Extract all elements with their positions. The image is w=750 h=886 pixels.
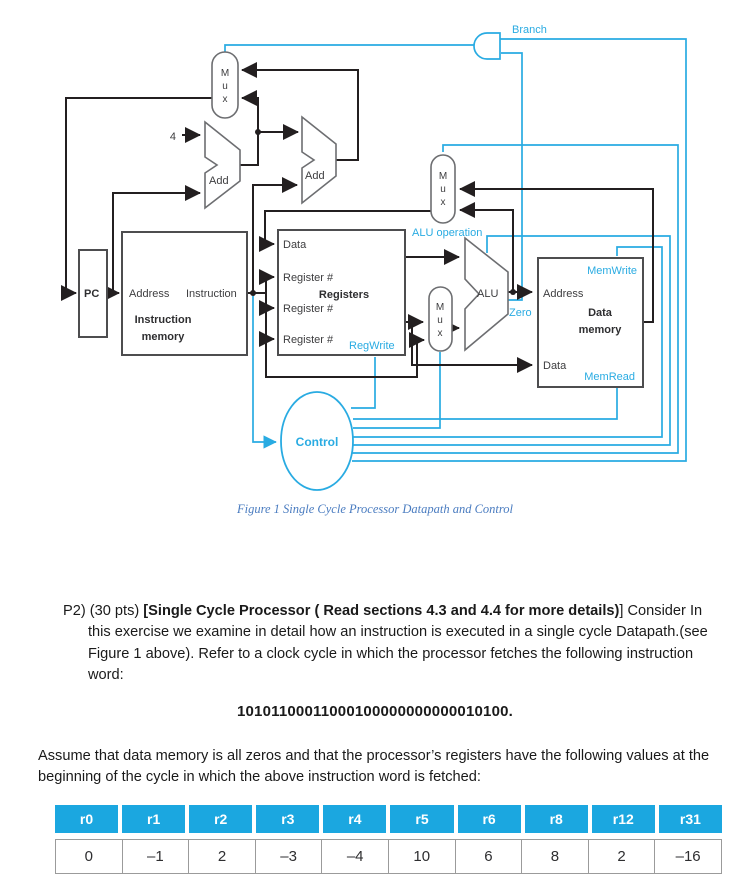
dmem-title-1: Data bbox=[588, 307, 613, 319]
figure-caption: Figure 1 Single Cycle Processor Datapath… bbox=[236, 502, 514, 516]
register-value: 10 bbox=[387, 840, 455, 873]
alu: ALU bbox=[464, 236, 509, 352]
memwrite-wire bbox=[352, 246, 663, 438]
register-header: r2 bbox=[189, 805, 253, 833]
imem-title-1: Instruction bbox=[135, 314, 192, 326]
register-header: r0 bbox=[55, 805, 119, 833]
control-wires bbox=[224, 38, 687, 462]
regs-regnum3-label: Register # bbox=[283, 334, 334, 346]
problem-number: P2) (30 pts) bbox=[63, 603, 144, 619]
mux-letter: M bbox=[439, 171, 447, 182]
datapath-diagram: PC Address Instruction Instruction memor… bbox=[61, 24, 687, 516]
register-value: 6 bbox=[454, 840, 522, 873]
const4-label: 4 bbox=[170, 131, 176, 143]
aluop-wire bbox=[351, 235, 671, 446]
register-value: –1 bbox=[121, 840, 189, 873]
storedata-wire bbox=[411, 322, 533, 373]
register-header: r12 bbox=[591, 805, 655, 833]
branch-label: Branch bbox=[512, 24, 547, 36]
pc-to-add1-wire bbox=[112, 185, 201, 293]
pc-label: PC bbox=[84, 288, 99, 300]
register-value: 2 bbox=[587, 840, 655, 873]
mux2-to-regs-wire bbox=[259, 210, 431, 252]
mux-letter: M bbox=[221, 68, 229, 79]
instruction-word: 10101100011000100000000000010100. bbox=[236, 703, 514, 720]
alusrc-mux: M u x bbox=[428, 286, 453, 352]
control-input-wire bbox=[252, 296, 277, 449]
problem-paragraph: P2) (30 pts) [Single Cycle Processor ( R… bbox=[63, 601, 715, 686]
assumption-paragraph: Assume that data memory is all zeros and… bbox=[38, 748, 710, 786]
register-table-value-row: 0 –1 2 –3 –4 10 6 8 2 –16 bbox=[55, 839, 722, 874]
regwrite-wire bbox=[351, 357, 376, 409]
instr-to-add2-wire bbox=[252, 177, 298, 293]
aluresult-to-mux2-wire bbox=[459, 202, 514, 292]
memtoreg-mux: M u x bbox=[430, 154, 456, 224]
add2-to-mux1-wire bbox=[241, 62, 359, 161]
memread-label: MemRead bbox=[584, 371, 635, 383]
regs-data-label: Data bbox=[283, 239, 307, 251]
register-header: r6 bbox=[457, 805, 521, 833]
register-value: –16 bbox=[654, 840, 721, 873]
datapath-wires bbox=[61, 62, 654, 378]
zero-label: Zero bbox=[509, 307, 532, 319]
register-header: r4 bbox=[323, 805, 387, 833]
registers-box bbox=[277, 229, 406, 356]
problem-title-bold: [Single Cycle Processor ( Read sections … bbox=[143, 603, 620, 619]
memtoreg-wire bbox=[350, 144, 679, 454]
wire-junctions bbox=[110, 129, 516, 342]
mux-letter: x bbox=[441, 197, 446, 208]
dmem-to-mux2-wire bbox=[459, 181, 654, 323]
register-header: r3 bbox=[256, 805, 320, 833]
regs-regnum2-label: Register # bbox=[283, 303, 334, 315]
registers-title: Registers bbox=[319, 289, 369, 301]
register-value: 0 bbox=[84, 848, 93, 865]
pc-plus4-adder: Add bbox=[204, 120, 241, 210]
regwrite-label: RegWrite bbox=[349, 340, 395, 352]
branch-wire bbox=[352, 38, 687, 462]
instruction-memory-box bbox=[121, 231, 248, 356]
mux-letter: x bbox=[438, 328, 443, 339]
dmem-data-label: Data bbox=[543, 360, 567, 372]
control-unit bbox=[280, 391, 354, 491]
mux-letter: M bbox=[436, 302, 444, 313]
add-label: Add bbox=[209, 175, 229, 187]
regs-regnum1-label: Register # bbox=[283, 272, 334, 284]
memwrite-label: MemWrite bbox=[587, 265, 637, 277]
pc-box bbox=[78, 249, 108, 338]
register-value: 2 bbox=[188, 840, 255, 873]
dmem-address-label: Address bbox=[543, 288, 584, 300]
mux-letter: u bbox=[440, 184, 446, 195]
register-header: r1 bbox=[122, 805, 186, 833]
zero-wire bbox=[501, 52, 523, 301]
register-table-header-row: r0 r1 r2 r3 r4 r5 r6 r8 r12 r31 bbox=[55, 805, 722, 833]
control-label: Control bbox=[296, 435, 339, 449]
register-header: r31 bbox=[658, 805, 722, 833]
memread-wire bbox=[353, 388, 618, 420]
register-header: r8 bbox=[524, 805, 588, 833]
mux1-to-pc-wire bbox=[61, 97, 212, 301]
data-memory-box bbox=[537, 257, 644, 388]
offset-to-mux3-wire bbox=[265, 332, 425, 378]
branch-adder: Add bbox=[301, 115, 337, 205]
imem-title-2: memory bbox=[142, 331, 186, 343]
register-table: r0 r1 r2 r3 r4 r5 r6 r8 r12 r31 0 –1 2 –… bbox=[55, 805, 722, 874]
alu-label: ALU bbox=[477, 288, 498, 300]
register-value: –4 bbox=[321, 840, 388, 873]
alu-operation-label: ALU operation bbox=[412, 227, 482, 239]
imem-address-label: Address bbox=[129, 288, 170, 300]
branch-and-gate bbox=[473, 32, 501, 60]
alusrc-wire bbox=[353, 352, 441, 429]
register-value: –3 bbox=[254, 840, 322, 873]
imem-instruction-label: Instruction bbox=[186, 288, 237, 300]
register-value: 8 bbox=[521, 840, 588, 873]
problem-body: ] Consider In this exercise we examine i… bbox=[88, 603, 708, 683]
mux-letter: u bbox=[437, 315, 443, 326]
mux-letter: x bbox=[223, 94, 228, 105]
pc-src-mux: M u x bbox=[211, 51, 239, 119]
dmem-title-2: memory bbox=[579, 324, 623, 336]
pcsrc-wire bbox=[224, 44, 474, 52]
mux-letter: u bbox=[222, 81, 228, 92]
register-header: r5 bbox=[390, 805, 454, 833]
add-label: Add bbox=[305, 170, 325, 182]
